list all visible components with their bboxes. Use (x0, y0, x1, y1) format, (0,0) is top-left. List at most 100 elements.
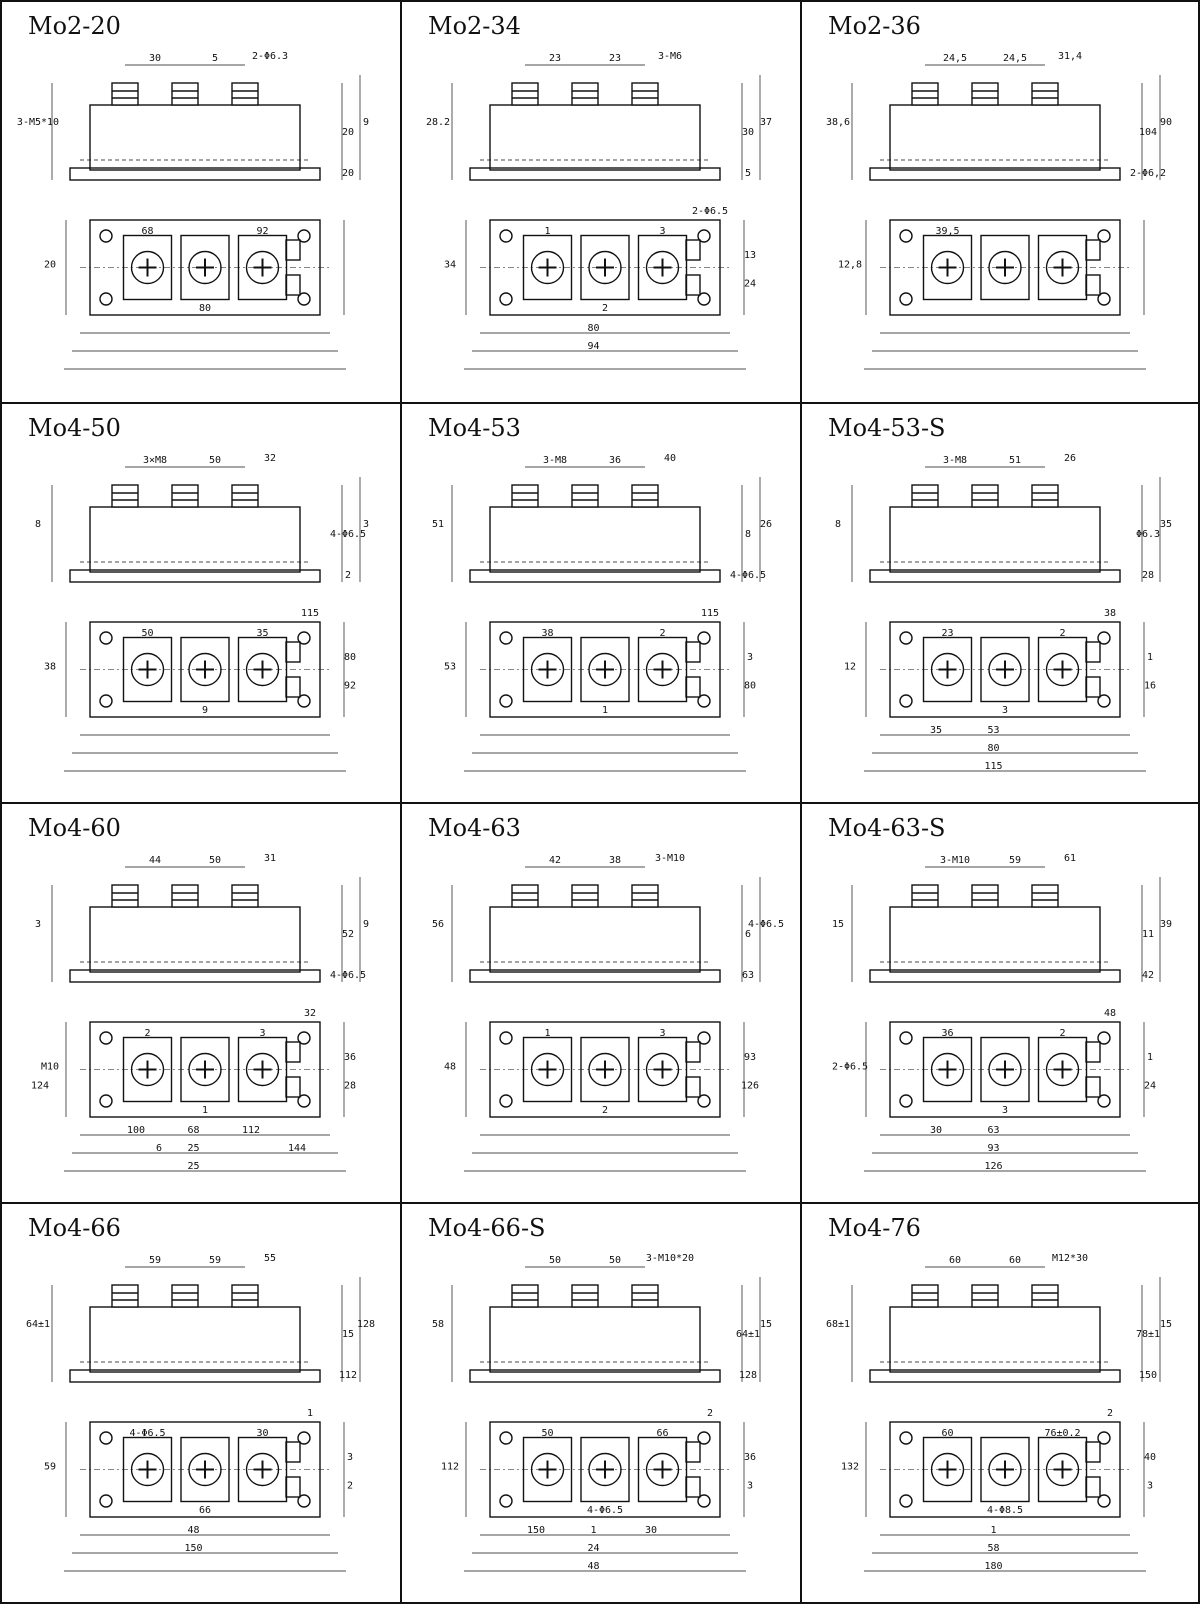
dimension-label: 8 (35, 519, 41, 530)
dimension-label: 52 (342, 929, 354, 940)
base-plate (869, 1369, 1121, 1383)
dimension-label: 128 (357, 1319, 375, 1330)
terminal-screw (971, 82, 999, 106)
mounting-hole (297, 1094, 311, 1108)
dimension-label: 51 (432, 519, 444, 530)
dimension-label: 36 (941, 1028, 953, 1039)
dimension-label: 50 (549, 1255, 561, 1266)
gate-connector (285, 274, 301, 296)
mounting-hole (1097, 229, 1111, 243)
mounting-hole (899, 229, 913, 243)
gate-connector (285, 676, 301, 698)
dimension-label: 66 (199, 1505, 211, 1516)
gate-connector (1085, 1476, 1101, 1498)
mounting-hole (499, 1094, 513, 1108)
dimension-label: 150 (1139, 1370, 1157, 1381)
dimension-label: 2 (707, 1408, 713, 1419)
mounting-hole (899, 1494, 913, 1508)
terminal-screw (231, 82, 259, 106)
dimension-label: 50 (141, 628, 153, 639)
mounting-hole (899, 631, 913, 645)
dimension-label: 1 (307, 1408, 313, 1419)
dimension-label: 3-M10*20 (646, 1253, 694, 1264)
base-plate (469, 167, 721, 181)
gate-connector (685, 274, 701, 296)
dimension-label: 92 (344, 681, 356, 692)
mounting-hole (99, 1431, 113, 1445)
base-plate (469, 1369, 721, 1383)
gate-connector (1085, 676, 1101, 698)
dimension-label: 2-Φ6.3 (252, 51, 288, 62)
dimension-label: 3 (363, 519, 369, 530)
dimension-label: 126 (741, 1081, 759, 1092)
dimension-label: 60 (941, 1428, 953, 1439)
mounting-hole (697, 694, 711, 708)
gate-connector (285, 1076, 301, 1098)
dimension-label: 23 (941, 628, 953, 639)
mounting-hole (297, 1031, 311, 1045)
terminal-screw (911, 1284, 939, 1308)
dimension-label: 16 (1144, 681, 1156, 692)
dimension-label: 4-Φ6.5 (730, 570, 766, 581)
dimension-label: 53 (987, 725, 999, 736)
dimension-label: 90 (1160, 117, 1172, 128)
gate-connector (685, 641, 701, 663)
dimension-label: 38 (609, 855, 621, 866)
terminal-screw (511, 1284, 539, 1308)
dimension-label: 4-Φ8.5 (987, 1505, 1023, 1516)
mounting-hole (297, 1494, 311, 1508)
terminal-screw (511, 82, 539, 106)
mounting-hole (697, 229, 711, 243)
mounting-hole (99, 229, 113, 243)
dimension-label: 3-M10 (655, 853, 685, 864)
dimension-label: 35 (256, 628, 268, 639)
terminal-screw (971, 1284, 999, 1308)
dimension-label: 31 (264, 853, 276, 864)
dimension-label: 56 (432, 919, 444, 930)
dimension-label: 28 (1142, 570, 1154, 581)
dimension-label: 8 (835, 519, 841, 530)
terminal-screw (631, 484, 659, 508)
module-title: Mo2-36 (828, 12, 921, 40)
mounting-hole (1097, 1494, 1111, 1508)
dimension-label: 144 (288, 1143, 306, 1154)
dimension-label: 24,5 (943, 53, 967, 64)
dimension-label: 23 (549, 53, 561, 64)
dimension-label: 24,5 (1003, 53, 1027, 64)
terminal-screw (1031, 484, 1059, 508)
base-plate (69, 569, 321, 583)
terminal-screw (971, 884, 999, 908)
dimension-label: 64±1 (736, 1329, 760, 1340)
terminal-screw (231, 884, 259, 908)
dimension-label: 12,8 (838, 260, 862, 271)
dimension-label: 23 (609, 53, 621, 64)
dimension-label: 8 (745, 529, 751, 540)
dimension-label: 28 (344, 1081, 356, 1092)
dimension-label: 30 (645, 1525, 657, 1536)
dimension-label: 36 (744, 1452, 756, 1463)
dimension-label: 15 (760, 1319, 772, 1330)
dimension-label: 39,5 (935, 226, 959, 237)
mounting-hole (499, 1494, 513, 1508)
dimension-label: 100 (127, 1125, 145, 1136)
terminal-screw (111, 1284, 139, 1308)
terminal-screw (171, 884, 199, 908)
dimension-label: 48 (1104, 1008, 1116, 1019)
dimension-label: 126 (984, 1161, 1002, 1172)
dimension-label: 1 (1147, 1052, 1153, 1063)
grid-divider (0, 1602, 1200, 1604)
base-plate (69, 167, 321, 181)
dimension-label: 1 (544, 226, 550, 237)
gate-connector (685, 1441, 701, 1463)
mounting-hole (1097, 1431, 1111, 1445)
dimension-label: 13 (744, 250, 756, 261)
terminal-screw (911, 884, 939, 908)
dimension-label: 11 (1142, 929, 1154, 940)
